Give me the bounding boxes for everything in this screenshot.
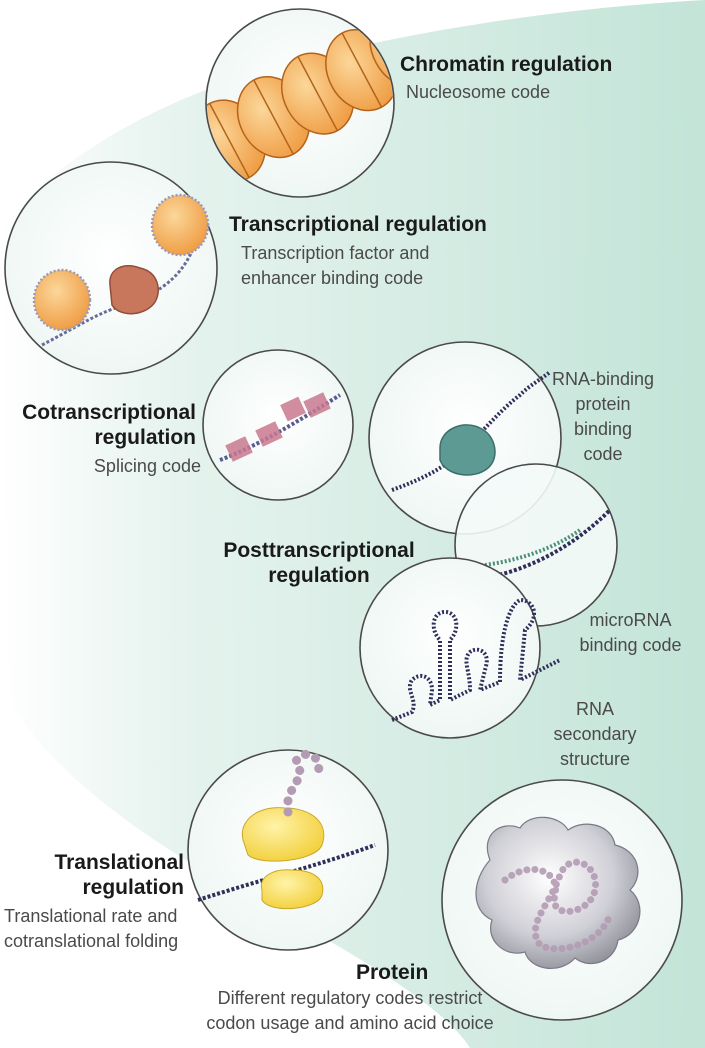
- protein-title: Protein: [356, 961, 429, 984]
- peptide-chain-icon: [501, 858, 614, 953]
- translational-subtitle: Translational rate and cotranslational f…: [4, 906, 179, 951]
- cotranscriptional-subtitle: Splicing code: [93, 456, 201, 476]
- rna-binding-protein-icon: [439, 424, 496, 476]
- chromatin-subtitle: Nucleosome code: [406, 82, 551, 102]
- transcriptional-subtitle: Transcription factor and enhancer bindin…: [241, 243, 430, 288]
- nucleosome-icon: [150, 193, 210, 257]
- rna-hairpin-icon: [391, 597, 561, 722]
- exon-block-icon: [255, 421, 283, 447]
- peptide-chain-icon: [283, 749, 324, 817]
- chromatin-fiber-icon: [207, 10, 393, 182]
- transcription-circle: [4, 161, 218, 375]
- exon-block-icon: [225, 436, 253, 462]
- exon-block-icon: [280, 396, 306, 422]
- transcription-factor-icon: [109, 264, 159, 315]
- ribosome-icon: [260, 869, 324, 910]
- chromatin-title: Chromatin regulation: [400, 53, 613, 76]
- microrna-duplex-icon: [484, 528, 582, 567]
- chromatin-circle: [205, 8, 395, 198]
- rbp-label: RNA-binding protein binding code: [551, 369, 655, 464]
- splicing-circle: [202, 349, 354, 501]
- secondary-structure-circle: [359, 557, 561, 739]
- translation-circle: [187, 749, 389, 951]
- posttranscriptional-title: Posttranscriptional regulation: [223, 539, 415, 587]
- ribosome-icon: [241, 807, 325, 862]
- microrna-label: microRNA binding code: [579, 610, 682, 655]
- protein-subtitle: Different regulatory codes restrict codo…: [206, 988, 494, 1033]
- exon-block-icon: [303, 392, 331, 418]
- protein-circle: [441, 779, 683, 1021]
- translational-title: Translational regulation: [54, 851, 184, 899]
- secondary-structure-label: RNA secondary structure: [553, 699, 637, 769]
- cotranscriptional-title: Cotranscriptional regulation: [22, 401, 196, 449]
- nucleosome-icon: [32, 268, 92, 332]
- transcriptional-title: Transcriptional regulation: [229, 213, 487, 236]
